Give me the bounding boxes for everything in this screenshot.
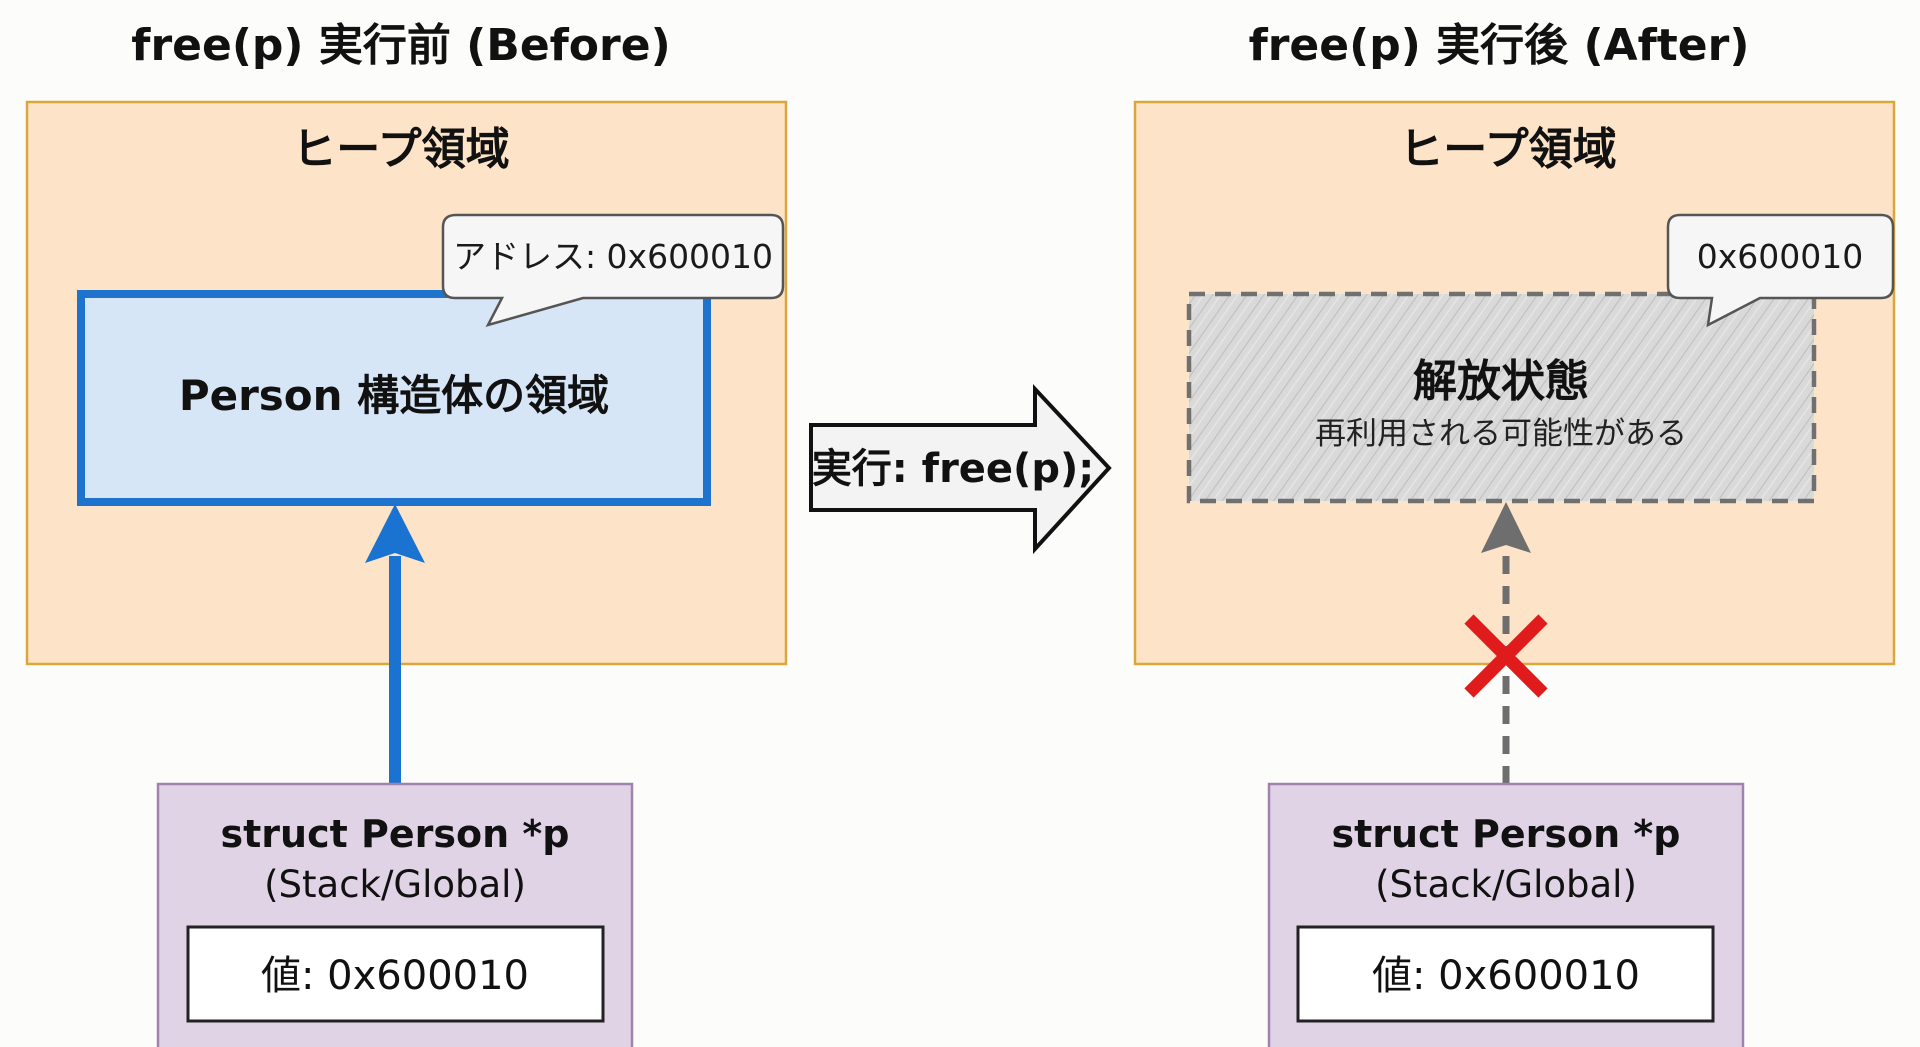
address-label: アドレス: 0x600010 [453,237,773,276]
freed-block [1186,291,1817,504]
variable-value: 値: 0x600010 [261,953,529,999]
heap-label: ヒープ領域 [292,124,509,175]
freed-label: 解放状態 [1413,356,1589,407]
transition-arrow: 実行: free(p); [809,383,1112,555]
before-title: free(p) 実行前 (Before) [131,20,670,71]
variable-name: struct Person *p [221,812,570,856]
variable-value-box [186,925,605,1023]
address-label: 0x600010 [1697,237,1864,276]
variable-name: struct Person *p [1332,812,1681,856]
variable-segment: (Stack/Global) [1375,863,1637,906]
dangling-pointer-arrow [1481,502,1531,784]
pointer-variable-box: struct Person *p (Stack/Global) 値: 0x600… [1267,782,1745,1047]
address-callout: 0x600010 [1666,213,1895,328]
variable-segment: (Stack/Global) [264,863,526,906]
cross-icon [1464,614,1548,698]
heap-label: ヒープ領域 [1399,124,1616,175]
after-panel: free(p) 実行後 (After) ヒープ領域 解放状態 再利用される可能性… [1133,20,1896,1047]
variable-value-box [1296,925,1715,1023]
person-struct-label: Person 構造体の領域 [179,371,609,420]
after-title: free(p) 実行後 (After) [1249,20,1750,71]
before-panel: free(p) 実行前 (Before) ヒープ領域 Person 構造体の領域… [25,20,788,1047]
pointer-variable-box: struct Person *p (Stack/Global) 値: 0x600… [156,782,634,1047]
right-arrow-icon [809,383,1112,555]
person-struct-block [77,290,711,506]
address-callout: アドレス: 0x600010 [441,213,785,327]
valid-pointer-arrow [365,504,425,784]
variable-value: 値: 0x600010 [1372,953,1640,999]
freed-sublabel: 再利用される可能性がある [1315,416,1687,452]
transition-label: 実行: free(p); [812,446,1095,492]
